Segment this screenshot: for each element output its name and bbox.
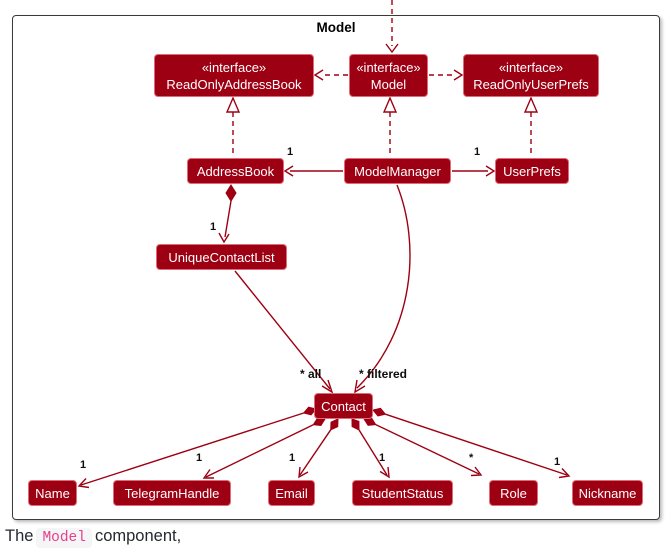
class-studentstatus: StudentStatus xyxy=(352,480,453,506)
realization-arrow-userprefs-to-readonlyuserprefs xyxy=(523,96,539,157)
class-name-label: ReadOnlyAddressBook xyxy=(166,76,302,92)
class-model-interface: «interface» Model xyxy=(349,54,428,97)
class-uniquecontactlist: UniqueContactList xyxy=(156,244,287,270)
multiplicity-addressbook-uniquecontactlist: 1 xyxy=(210,221,217,233)
stereotype-label: «interface» xyxy=(201,59,267,75)
class-userprefs: UserPrefs xyxy=(495,158,569,184)
class-name-label: Nickname xyxy=(578,485,637,501)
composition-arrow-contact-to-role xyxy=(363,417,483,477)
realization-arrow-modelmanager-to-model xyxy=(382,96,398,157)
composition-arrow-contact-to-email xyxy=(298,418,339,479)
multiplicity-contact-role: * xyxy=(469,452,474,464)
class-name-label: StudentStatus xyxy=(361,485,444,501)
caption-inline-code: Model xyxy=(36,528,92,548)
dependency-arrow-external-to-model xyxy=(385,0,399,54)
class-modelmanager: ModelManager xyxy=(344,158,451,184)
class-addressbook: AddressBook xyxy=(187,158,284,184)
association-label-filtered: * filtered xyxy=(359,367,408,381)
composition-arrow-contact-to-nickname xyxy=(372,407,571,479)
frame-title: Model xyxy=(316,20,356,35)
class-name: Name xyxy=(28,480,77,506)
multiplicity-contact-nickname: 1 xyxy=(554,456,561,468)
class-contact: Contact xyxy=(314,393,373,419)
stereotype-label: «interface» xyxy=(498,59,564,75)
composition-arrow-contact-to-name xyxy=(77,406,317,489)
caption-prefix: The xyxy=(5,527,34,545)
class-nickname: Nickname xyxy=(572,480,643,506)
class-email: Email xyxy=(268,480,315,506)
class-name-label: AddressBook xyxy=(196,163,275,179)
class-name-label: Name xyxy=(35,485,70,501)
class-name-label: UserPrefs xyxy=(503,163,561,179)
class-name-label: ModelManager xyxy=(354,163,441,179)
caption-suffix: component, xyxy=(94,527,182,545)
multiplicity-modelmanager-addressbook: 1 xyxy=(287,146,294,158)
class-name-label: Email xyxy=(275,485,308,501)
class-name-label: Contact xyxy=(321,398,366,414)
association-arrow-modelmanager-to-userprefs xyxy=(452,165,496,177)
model-frame-border xyxy=(12,15,660,520)
class-name-label: Role xyxy=(500,485,527,501)
class-name-label: UniqueContactList xyxy=(168,249,275,265)
realization-arrow-addressbook-to-readonlyaddressbook xyxy=(225,96,241,157)
multiplicity-modelmanager-userprefs: 1 xyxy=(474,146,481,158)
composition-arrow-contact-to-telegramhandle xyxy=(202,417,326,479)
composition-arrow-contact-to-studentstatus xyxy=(351,418,390,479)
multiplicity-contact-email: 1 xyxy=(289,452,296,464)
dependency-arrow-model-to-readonlyuserprefs xyxy=(429,69,464,81)
class-telegramhandle: TelegramHandle xyxy=(113,480,231,506)
class-readonlyaddressbook: «interface» ReadOnlyAddressBook xyxy=(154,54,314,97)
class-name-label: TelegramHandle xyxy=(124,485,220,501)
class-readonlyuserprefs: «interface» ReadOnlyUserPrefs xyxy=(463,54,599,97)
multiplicity-contact-telegramhandle: 1 xyxy=(196,452,203,464)
association-arrow-modelmanager-to-addressbook xyxy=(283,165,343,177)
class-name-label: ReadOnlyUserPrefs xyxy=(473,76,589,92)
class-role: Role xyxy=(489,480,538,506)
composition-arrow-addressbook-to-uniquecontactlist xyxy=(218,184,237,244)
multiplicity-contact-name: 1 xyxy=(80,459,87,471)
association-label-all: * all xyxy=(300,367,322,381)
dependency-arrow-model-to-readonlyaddressbook xyxy=(313,69,348,81)
association-arrow-uniquecontactlist-to-contact xyxy=(234,270,334,394)
stereotype-label: «interface» xyxy=(356,59,421,75)
association-arrow-modelmanager-to-contact xyxy=(354,184,411,394)
multiplicity-contact-studentstatus: 1 xyxy=(379,452,386,464)
class-name-label: Model xyxy=(370,76,407,92)
